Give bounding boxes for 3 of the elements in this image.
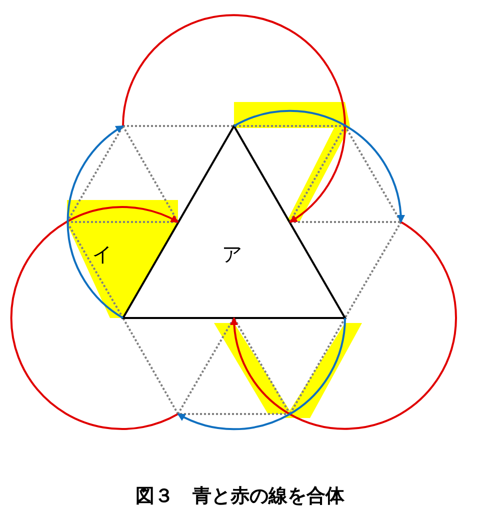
figure-caption: 図３ 青と赤の線を合体 [134,484,346,509]
region-label: イ [92,244,112,264]
region-label: ア [222,244,242,264]
